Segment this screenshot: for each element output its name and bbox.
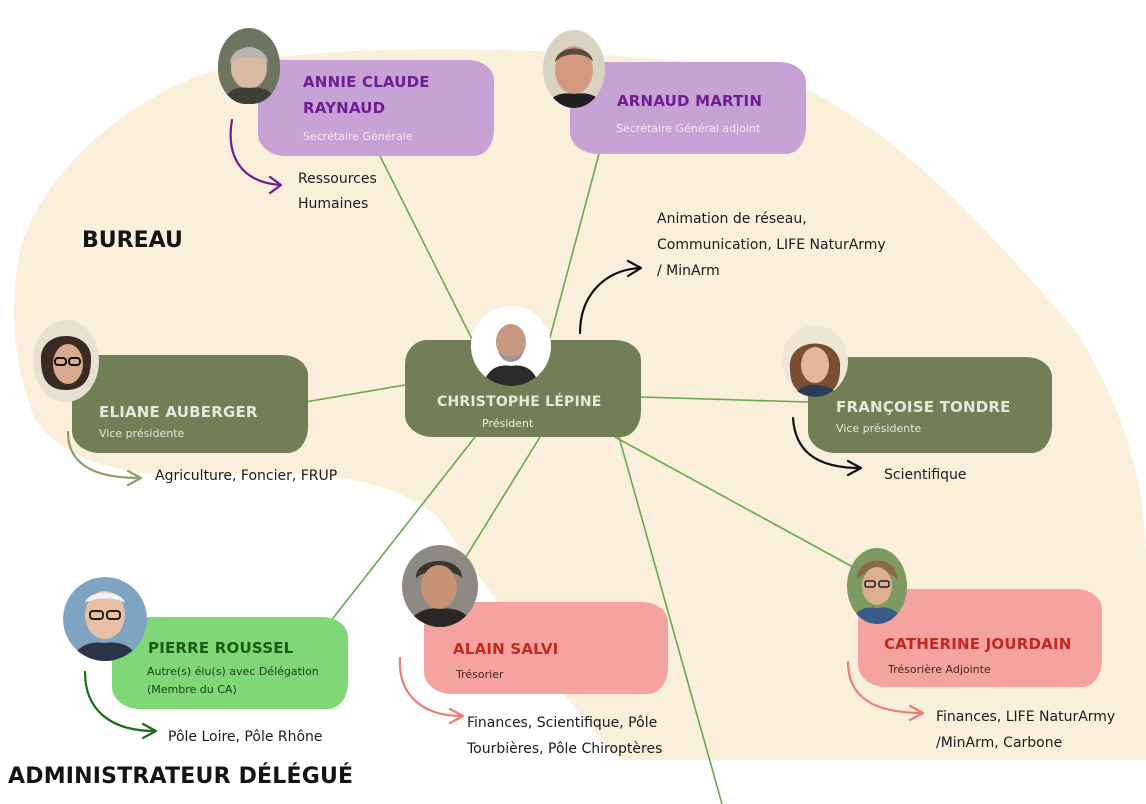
person-photo-icon <box>471 306 551 386</box>
christophe-name: CHRISTOPHE LÉPINE <box>437 394 602 410</box>
christophe-note-line1: Animation de réseau, <box>657 211 807 227</box>
connector-pierre <box>329 436 476 623</box>
arrow-eliane <box>66 430 143 487</box>
francoise-role: Vice présidente <box>836 422 922 435</box>
card-francoise-tondre <box>808 357 1052 453</box>
eliane-note: Agriculture, Foncier, FRUP <box>155 468 338 484</box>
avatar-eliane <box>33 320 99 402</box>
arnaud-name: ARNAUD MARTIN <box>617 92 763 110</box>
alain-role: Trésorier <box>456 668 504 681</box>
arrow-christophe <box>578 259 643 335</box>
person-photo-icon <box>847 548 907 624</box>
connector-alain <box>463 436 541 561</box>
avatar-alain <box>402 545 478 627</box>
catherine-name: CATHERINE JOURDAIN <box>884 635 1072 653</box>
pierre-role-line2: (Membre du CA) <box>147 683 237 696</box>
connector-catherine <box>614 436 863 573</box>
eliane-role: Vice présidente <box>99 427 185 440</box>
arrow-catherine <box>846 660 925 722</box>
christophe-role: Président <box>482 417 534 430</box>
arrow-annie <box>229 118 283 195</box>
avatar-pierre <box>63 577 147 661</box>
catherine-role: Trésorière Adjointe <box>888 663 991 676</box>
person-photo-icon <box>402 545 478 627</box>
eliane-name: ELIANE AUBERGER <box>99 403 258 421</box>
connector-francoise <box>639 396 809 403</box>
card-alain-salvi <box>424 602 668 694</box>
catherine-note-line1: Finances, LIFE NaturArmy <box>936 709 1116 725</box>
avatar-christophe <box>471 306 551 386</box>
avatar-annie <box>218 28 280 104</box>
card-eliane-auberger <box>72 355 308 453</box>
person-photo-icon <box>782 325 848 397</box>
connector-eliane <box>304 384 406 403</box>
connector-arnaud <box>547 149 601 346</box>
card-arnaud-martin <box>570 62 806 154</box>
connectors <box>304 139 863 804</box>
alain-name: ALAIN SALVI <box>453 640 559 658</box>
alain-note-line2: Tourbières, Pôle Chiroptères <box>467 741 663 757</box>
arrow-pierre <box>83 670 158 740</box>
person-photo-icon <box>218 28 280 104</box>
annie-name-line2: RAYNAUD <box>303 99 386 117</box>
annie-name-line1: ANNIE CLAUDE <box>303 73 430 91</box>
christophe-note-line2: Communication, LIFE NaturArmy <box>657 237 886 253</box>
card-pierre-roussel <box>112 617 348 709</box>
pierre-name: PIERRE ROUSSEL <box>148 639 294 657</box>
avatar-catherine <box>847 548 907 624</box>
connector-bottom <box>611 411 723 804</box>
bureau-heading: BUREAU <box>82 228 183 253</box>
avatar-francoise <box>782 325 848 397</box>
annie-note-line1: Ressources <box>298 171 377 187</box>
annie-note-line2: Humaines <box>298 196 369 212</box>
arrow-alain <box>398 656 465 725</box>
person-photo-icon <box>33 320 99 402</box>
pierre-role-line1: Autre(s) élu(s) avec Délégation <box>147 665 319 678</box>
francoise-name: FRANÇOISE TONDRE <box>836 398 1011 416</box>
christophe-note-line3: / MinArm <box>657 263 720 279</box>
card-annie-raynaud <box>258 60 494 156</box>
catherine-note-line2: /MinArm, Carbone <box>936 735 1063 751</box>
avatar-arnaud <box>543 30 605 108</box>
administrateur-heading: ADMINISTRATEUR DÉLÉGUÉ <box>8 764 354 789</box>
alain-note-line1: Finances, Scientifique, Pôle <box>467 715 658 731</box>
person-photo-icon <box>63 577 147 661</box>
francoise-note: Scientifique <box>884 467 967 483</box>
annie-role: Secrétaire Générale <box>303 130 413 143</box>
connector-annie <box>371 139 476 346</box>
arrow-francoise <box>791 416 863 477</box>
pierre-note: Pôle Loire, Pôle Rhône <box>168 729 323 745</box>
arnaud-role: Secrétaire Général adjoint <box>616 122 761 135</box>
person-photo-icon <box>543 30 605 108</box>
